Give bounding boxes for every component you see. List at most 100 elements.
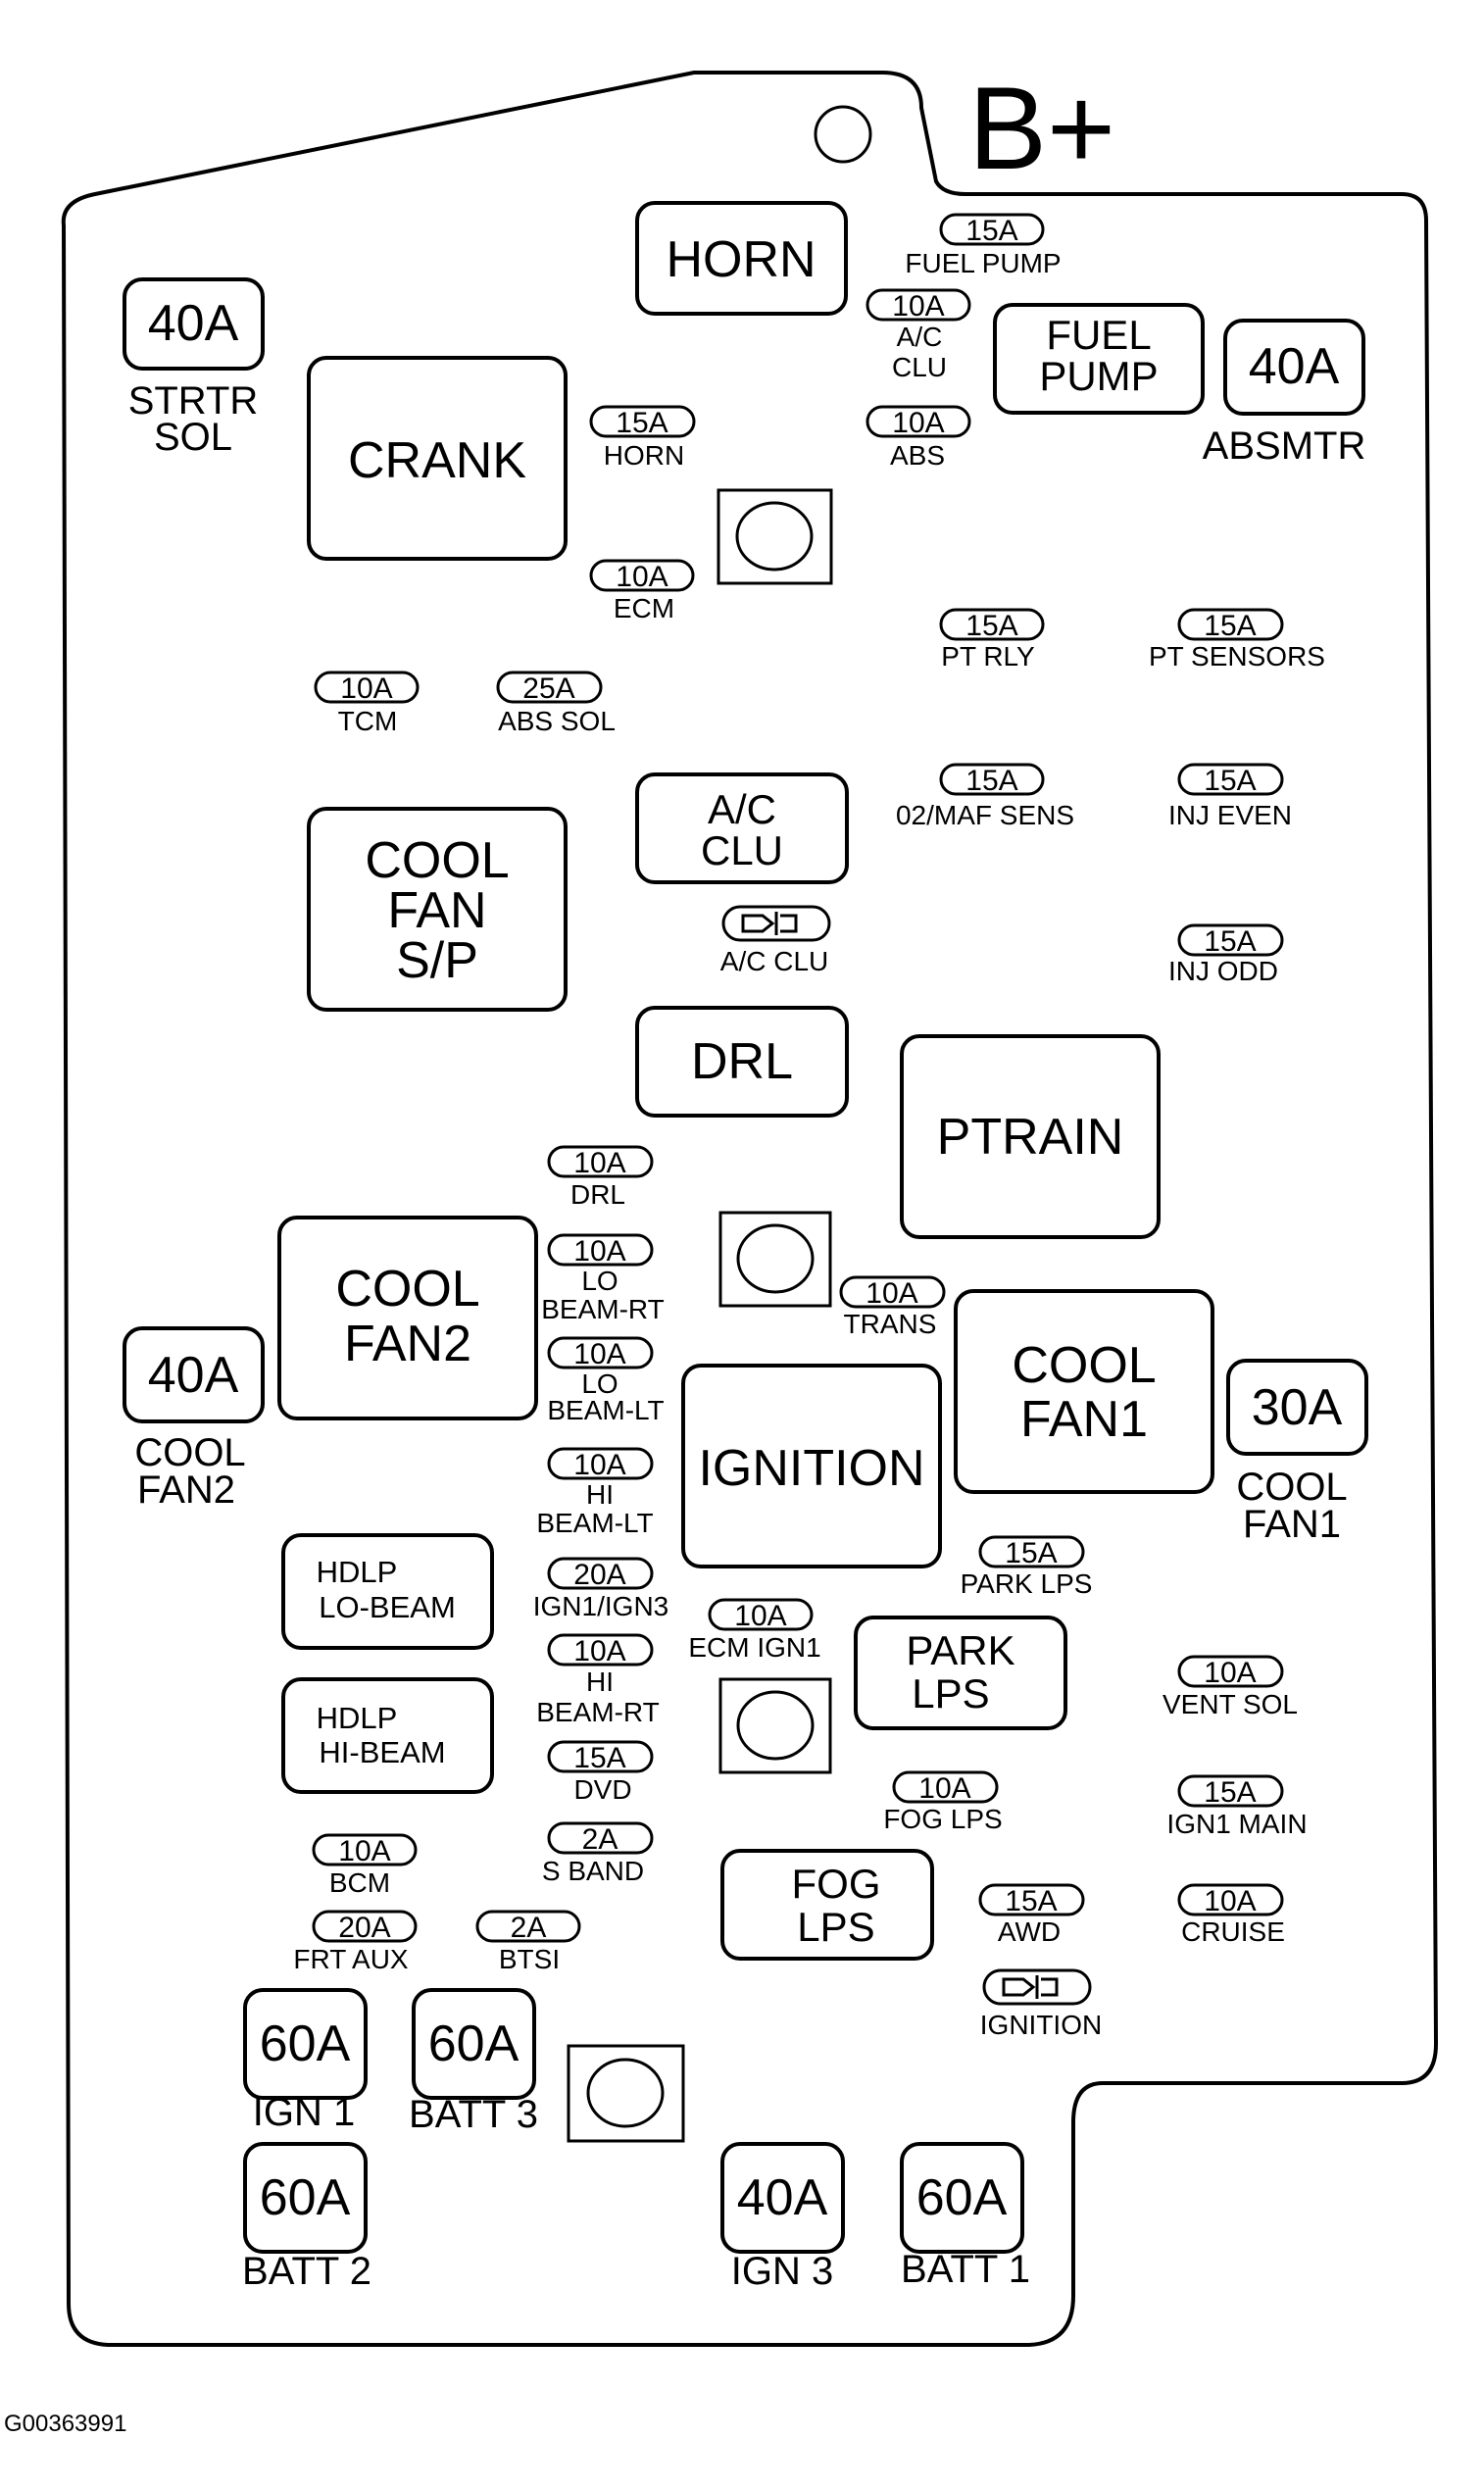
svg-text:DVD: DVD bbox=[573, 1774, 631, 1805]
mini-fuse-inj-even: 15A INJ EVEN bbox=[1168, 763, 1292, 830]
relay-cool-fan2: COOL FAN2 bbox=[277, 1216, 538, 1420]
svg-text:40A: 40A bbox=[737, 2169, 828, 2226]
svg-text:15A: 15A bbox=[616, 407, 668, 439]
mini-fuse-fog-lps: 10A FOG LPS bbox=[883, 1770, 1003, 1834]
svg-text:BCM: BCM bbox=[329, 1867, 390, 1898]
mini-fuse-pt-sensors: 15A PT SENSORS bbox=[1149, 608, 1325, 672]
svg-text:A/C: A/C bbox=[897, 322, 943, 352]
mini-fuse-dvd: 15A DVD bbox=[547, 1740, 654, 1805]
mounting-hole-top bbox=[814, 105, 872, 164]
mounting-hole-4 bbox=[567, 2044, 685, 2143]
svg-text:10A: 10A bbox=[1204, 1885, 1256, 1917]
svg-text:HI: HI bbox=[586, 1667, 614, 1697]
svg-text:COOL: COOL bbox=[335, 1261, 479, 1318]
svg-text:COOL: COOL bbox=[134, 1431, 245, 1474]
svg-text:30A: 30A bbox=[1252, 1379, 1343, 1436]
svg-text:PUMP: PUMP bbox=[1039, 353, 1158, 399]
svg-text:DRL: DRL bbox=[691, 1033, 793, 1090]
svg-text:IGNITION: IGNITION bbox=[980, 2010, 1102, 2040]
maxi-fuse-batt3: 60A BATT 3 bbox=[409, 1988, 538, 2136]
svg-text:COOL: COOL bbox=[1012, 1337, 1156, 1394]
figure-code: G00363991 bbox=[4, 2411, 126, 2437]
mini-fuse-fuel-pump: 15A FUEL PUMP bbox=[905, 213, 1062, 278]
mini-fuse-awd: 15A AWD bbox=[978, 1883, 1085, 1947]
svg-text:INJ ODD: INJ ODD bbox=[1168, 956, 1278, 986]
maxi-fuse-batt1: 60A BATT 1 bbox=[900, 2142, 1030, 2291]
svg-text:LPS: LPS bbox=[797, 1904, 874, 1950]
mini-fuse-ecm: 10A ECM bbox=[589, 559, 695, 623]
diode-arrow-icon bbox=[1002, 1977, 1036, 1997]
svg-text:15A: 15A bbox=[573, 1742, 625, 1774]
svg-text:LPS: LPS bbox=[912, 1670, 989, 1717]
mini-fuse-vent-sol: 10A VENT SOL bbox=[1162, 1655, 1298, 1719]
svg-text:40A: 40A bbox=[148, 1347, 239, 1404]
svg-text:10A: 10A bbox=[734, 1600, 786, 1632]
maxi-fuse-ign1: 60A IGN 1 bbox=[243, 1988, 368, 2134]
mini-fuse-horn: 15A HORN bbox=[589, 405, 696, 471]
mini-fuse-trans: 10A TRANS bbox=[839, 1275, 946, 1339]
svg-text:HI-BEAM: HI-BEAM bbox=[319, 1735, 445, 1769]
svg-text:TRANS: TRANS bbox=[844, 1309, 937, 1339]
maxi-fuse-absmtr: 40A ABSMTR bbox=[1203, 319, 1365, 468]
mini-fuse-inj-odd: 15A INJ ODD bbox=[1168, 923, 1284, 986]
mini-fuse-park-lps: 15A PARK LPS bbox=[961, 1535, 1093, 1599]
svg-text:IGN 3: IGN 3 bbox=[731, 2250, 833, 2293]
svg-text:02/MAF SENS: 02/MAF SENS bbox=[896, 800, 1074, 830]
svg-text:FAN: FAN bbox=[387, 882, 486, 939]
svg-text:BEAM-LT: BEAM-LT bbox=[547, 1395, 664, 1425]
relay-hdlp-hi-beam: HDLP HI-BEAM bbox=[281, 1677, 494, 1794]
svg-text:10A: 10A bbox=[573, 1338, 625, 1370]
svg-text:TCM: TCM bbox=[338, 706, 398, 736]
mini-fuse-ign1-main: 15A IGN1 MAIN bbox=[1166, 1774, 1308, 1839]
relay-ptrain: PTRAIN bbox=[900, 1034, 1161, 1239]
mounting-hole-3 bbox=[718, 1677, 832, 1774]
svg-text:FUEL PUMP: FUEL PUMP bbox=[905, 248, 1061, 278]
svg-text:ECM IGN1: ECM IGN1 bbox=[688, 1632, 820, 1663]
mini-fuse-cruise: 10A CRUISE bbox=[1177, 1883, 1285, 1947]
svg-text:15A: 15A bbox=[1204, 1776, 1256, 1809]
svg-text:20A: 20A bbox=[573, 1559, 625, 1591]
svg-text:10A: 10A bbox=[866, 1277, 917, 1310]
svg-text:PT RLY: PT RLY bbox=[941, 641, 1035, 672]
svg-text:ECM: ECM bbox=[614, 593, 674, 623]
mini-fuse-hi-beam-lt: 10A HI BEAM-LT bbox=[536, 1447, 654, 1538]
svg-text:15A: 15A bbox=[965, 215, 1017, 247]
mounting-hole-1 bbox=[717, 488, 833, 585]
svg-text:PARK LPS: PARK LPS bbox=[961, 1568, 1093, 1599]
svg-text:FOG LPS: FOG LPS bbox=[883, 1804, 1002, 1834]
relay-horn: HORN bbox=[635, 201, 848, 316]
svg-text:15A: 15A bbox=[965, 610, 1017, 642]
svg-text:LO-BEAM: LO-BEAM bbox=[319, 1590, 456, 1624]
svg-text:FAN2: FAN2 bbox=[137, 1468, 235, 1512]
svg-text:CRANK: CRANK bbox=[348, 432, 526, 489]
svg-text:25A: 25A bbox=[522, 672, 574, 705]
maxi-fuse-cool-fan1: 30A COOL FAN1 bbox=[1226, 1359, 1368, 1546]
mini-fuse-btsi: 2A BTSI bbox=[475, 1910, 581, 1974]
svg-text:15A: 15A bbox=[1204, 925, 1256, 958]
svg-text:BEAM-RT: BEAM-RT bbox=[536, 1697, 660, 1727]
mini-fuse-hi-beam-rt: 10A HI BEAM-RT bbox=[536, 1633, 660, 1727]
svg-text:10A: 10A bbox=[340, 672, 392, 705]
svg-text:BEAM-LT: BEAM-LT bbox=[536, 1508, 653, 1538]
svg-text:CLU: CLU bbox=[701, 827, 783, 873]
svg-text:COOL: COOL bbox=[1236, 1466, 1347, 1509]
svg-text:A/C: A/C bbox=[708, 786, 776, 832]
svg-text:10A: 10A bbox=[573, 1147, 625, 1179]
svg-text:S/P: S/P bbox=[396, 932, 478, 989]
svg-text:FAN1: FAN1 bbox=[1243, 1503, 1341, 1546]
svg-text:FAN2: FAN2 bbox=[344, 1316, 471, 1372]
svg-text:FOG: FOG bbox=[792, 1861, 881, 1907]
svg-text:60A: 60A bbox=[260, 2015, 351, 2072]
relay-ignition: IGNITION bbox=[681, 1364, 942, 1568]
svg-text:VENT SOL: VENT SOL bbox=[1162, 1689, 1298, 1719]
svg-text:BATT 3: BATT 3 bbox=[409, 2093, 538, 2136]
svg-text:10A: 10A bbox=[338, 1835, 390, 1867]
mini-fuse-lo-beam-lt: 10A LO BEAM-LT bbox=[547, 1336, 665, 1425]
svg-text:ABS: ABS bbox=[890, 440, 945, 471]
mini-fuse-abs-sol: 25A ABS SOL bbox=[496, 671, 616, 736]
svg-text:PARK: PARK bbox=[906, 1627, 1014, 1673]
mini-fuse-o2-maf-sens: 15A 02/MAF SENS bbox=[896, 763, 1074, 830]
relay-hdlp-lo-beam: HDLP LO-BEAM bbox=[281, 1533, 494, 1650]
mini-fuse-lo-beam-rt: 10A LO BEAM-RT bbox=[541, 1233, 665, 1324]
